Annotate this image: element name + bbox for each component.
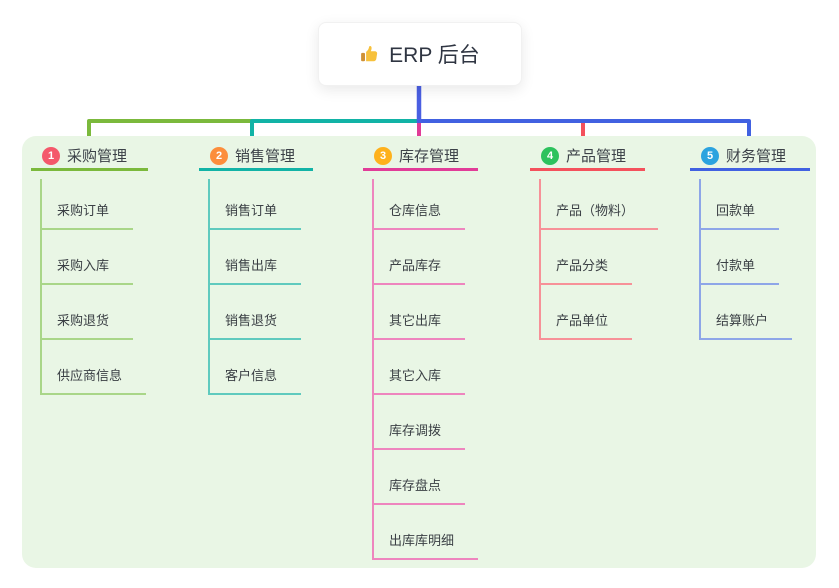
- child-node[interactable]: 销售订单: [208, 202, 302, 230]
- branch-label: 销售管理: [235, 148, 296, 165]
- branch-number-badge: 1: [42, 146, 60, 165]
- child-node[interactable]: 产品（物料）: [539, 202, 659, 230]
- branch-node-2[interactable]: 2 销售管理: [199, 146, 313, 171]
- branch-children-connector: [699, 179, 701, 340]
- child-node[interactable]: 客户信息: [208, 367, 302, 395]
- branch-label: 库存管理: [399, 148, 460, 165]
- child-node[interactable]: 供应商信息: [40, 367, 147, 395]
- child-node[interactable]: 产品库存: [372, 257, 466, 285]
- branch-number-badge: 2: [210, 146, 228, 165]
- branch-node-5[interactable]: 5 财务管理: [690, 146, 810, 171]
- branch-children-connector: [208, 179, 210, 395]
- child-node[interactable]: 产品分类: [539, 257, 633, 285]
- root-node-erp[interactable]: ERP 后台: [318, 22, 522, 86]
- child-node[interactable]: 其它出库: [372, 312, 466, 340]
- child-node[interactable]: 采购订单: [40, 202, 134, 230]
- child-node[interactable]: 仓库信息: [372, 202, 466, 230]
- branch-children-connector: [539, 179, 541, 340]
- child-node[interactable]: 付款单: [699, 257, 780, 285]
- child-node[interactable]: 销售出库: [208, 257, 302, 285]
- thumbs-up-icon: [360, 44, 380, 64]
- branch-children-connector: [372, 179, 374, 560]
- mindmap-background-panel: [22, 136, 816, 568]
- child-node[interactable]: 结算账户: [699, 312, 793, 340]
- child-node[interactable]: 产品单位: [539, 312, 633, 340]
- branch-number-badge: 4: [541, 146, 559, 165]
- child-node[interactable]: 采购退货: [40, 312, 134, 340]
- branch-label: 财务管理: [726, 148, 787, 165]
- child-node[interactable]: 出库库明细: [372, 532, 479, 560]
- root-node-title: ERP 后台: [389, 44, 480, 67]
- branch-number-badge: 3: [374, 146, 392, 165]
- child-node[interactable]: 回款单: [699, 202, 780, 230]
- branch-node-1[interactable]: 1 采购管理: [31, 146, 148, 171]
- branch-node-3[interactable]: 3 库存管理: [363, 146, 478, 171]
- branch-node-4[interactable]: 4 产品管理: [530, 146, 645, 171]
- child-node[interactable]: 其它入库: [372, 367, 466, 395]
- child-node[interactable]: 库存调拨: [372, 422, 466, 450]
- child-node[interactable]: 销售退货: [208, 312, 302, 340]
- branch-children-connector: [40, 179, 42, 395]
- branch-label: 采购管理: [67, 148, 128, 165]
- child-node[interactable]: 采购入库: [40, 257, 134, 285]
- child-node[interactable]: 库存盘点: [372, 477, 466, 505]
- branch-number-badge: 5: [701, 146, 719, 165]
- branch-label: 产品管理: [566, 148, 627, 165]
